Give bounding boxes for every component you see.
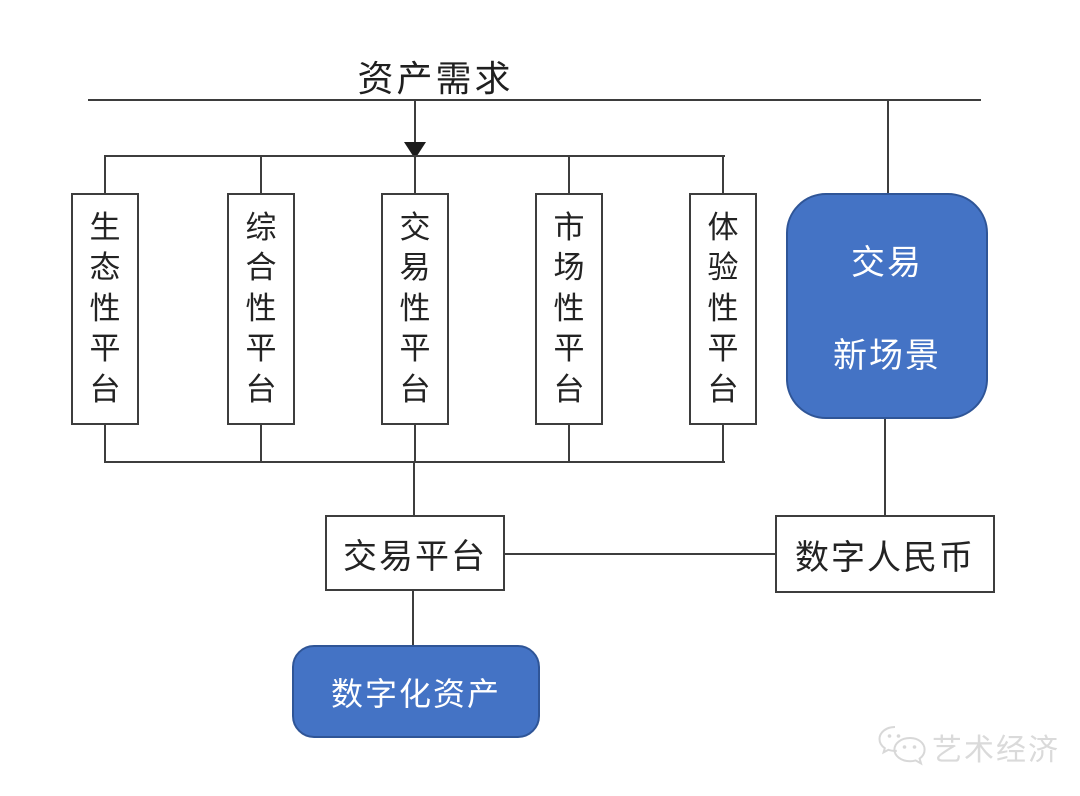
trading-new-scenario-node: 交易 新场景 (786, 193, 988, 419)
platform-box-char: 台 (707, 371, 739, 408)
demand-arrow-line (414, 101, 416, 145)
platform-top-stub (722, 156, 724, 193)
wechat-icon (878, 726, 926, 766)
platform-box-char: 平 (707, 331, 739, 367)
demand-arrow-head (404, 142, 426, 159)
platform-box-char: 场 (553, 250, 585, 286)
platform-box-char: 性 (553, 290, 585, 327)
platform-top-stub (568, 156, 570, 193)
platform-box-char: 性 (707, 290, 739, 327)
platform-box-char: 性 (89, 290, 121, 327)
platform-box-char: 台 (245, 371, 277, 408)
platform-box-char: 性 (245, 290, 277, 327)
digital-assets-node: 数字化资产 (292, 645, 540, 738)
platform-box: 市场性平台 (535, 193, 603, 425)
platform-box: 体验性平台 (689, 193, 757, 425)
platform-box-char: 性 (399, 290, 431, 327)
platform-box-char: 验 (707, 250, 739, 286)
platform-box-char: 态 (89, 250, 121, 286)
platform-box-char: 市 (553, 209, 585, 246)
platform-box: 生态性平台 (71, 193, 139, 425)
platform-bottom-stub (722, 425, 724, 463)
platform-box-char: 平 (245, 331, 277, 367)
trading-to-rmb-line (505, 553, 775, 555)
scenario-to-rmb-line (884, 419, 886, 515)
trading-platform-node: 交易平台 (325, 515, 505, 591)
platform-bottom-stub (414, 425, 416, 463)
platform-top-stub (260, 156, 262, 193)
platform-box-char: 合 (245, 250, 277, 286)
platform-box: 综合性平台 (227, 193, 295, 425)
scenario-line2: 新场景 (833, 336, 941, 376)
digital-rmb-node: 数字人民币 (775, 515, 995, 593)
platform-bottom-stub (104, 425, 106, 463)
watermark-label: 艺术经济 (932, 733, 1060, 768)
platform-box-char: 台 (89, 371, 121, 408)
platform-box-char: 台 (399, 371, 431, 408)
platform-top-stub (414, 156, 416, 193)
bus-to-trading-line (413, 463, 415, 516)
platform-box-char: 综 (245, 209, 277, 246)
trading-to-assets-line (412, 591, 414, 645)
platform-bottom-stub (260, 425, 262, 463)
top-bus-line (88, 99, 981, 101)
platform-box-char: 平 (399, 331, 431, 367)
platform-box-char: 平 (89, 331, 121, 367)
platform-box: 交易性平台 (381, 193, 449, 425)
platform-box-char: 体 (707, 209, 739, 246)
platform-box-char: 交 (399, 209, 431, 246)
platform-box-char: 生 (89, 209, 121, 246)
platform-box-char: 平 (553, 331, 585, 367)
watermark: 艺术经济 (876, 724, 1060, 770)
scenario-drop-line (887, 99, 889, 194)
platform-box-char: 易 (399, 250, 431, 286)
diagram-title: 资产需求 (357, 59, 514, 100)
platform-top-stub (104, 156, 106, 193)
platform-bottom-stub (568, 425, 570, 463)
platform-box-char: 台 (553, 371, 585, 408)
scenario-line1: 交易 (851, 243, 923, 283)
